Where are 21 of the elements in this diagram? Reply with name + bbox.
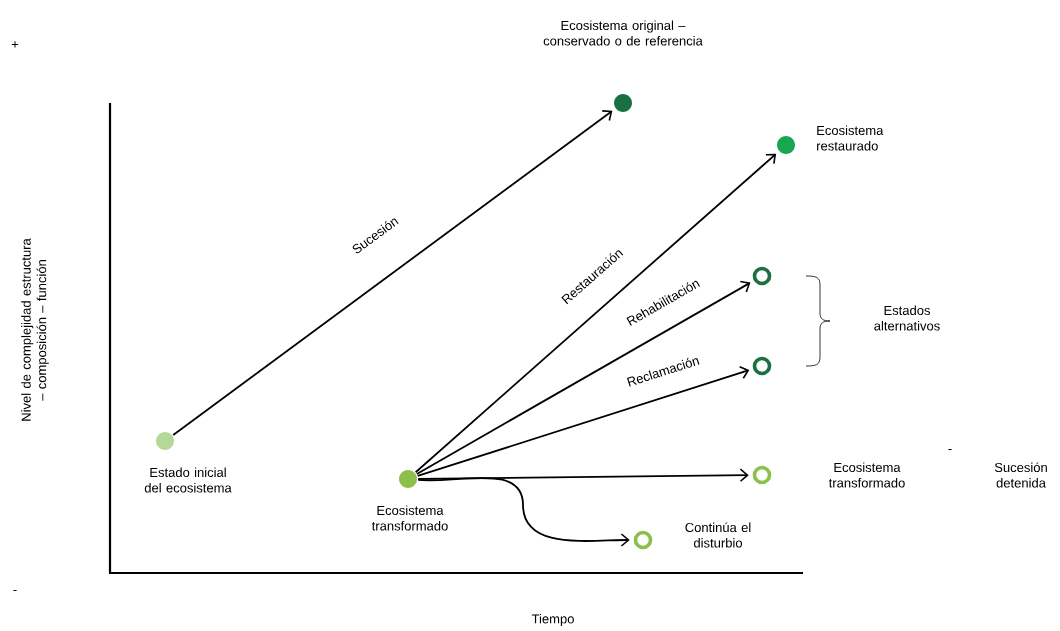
arrow xyxy=(414,153,777,474)
ring-marker xyxy=(752,356,772,376)
node-label: Ecosistema original – conservado o de referencia xyxy=(543,20,703,46)
node-label: Ecosistema transformado xyxy=(828,462,905,488)
axis-label: Estados alternativos xyxy=(874,305,940,331)
ring-marker xyxy=(752,266,772,286)
node-label: Estado inicial del ecosistema xyxy=(144,467,232,493)
axis-label: Tiempo xyxy=(531,613,574,627)
node-label: Continúa el disturbio xyxy=(685,522,751,548)
axis-label: - xyxy=(13,590,17,591)
arrow xyxy=(417,468,749,483)
node-label: - xyxy=(948,449,952,451)
arrow xyxy=(415,280,751,475)
node-label: Sucesión detenida xyxy=(994,462,1047,488)
arrow xyxy=(172,110,613,436)
axis-label: + xyxy=(11,41,19,48)
arrow xyxy=(416,366,750,477)
node-label: Ecosistema restaurado xyxy=(817,125,884,151)
axis-label: Nivel de complejidad estructura – composición – función xyxy=(21,238,49,421)
arrow xyxy=(417,477,630,547)
node-label: Ecosistema transformado xyxy=(371,505,448,531)
